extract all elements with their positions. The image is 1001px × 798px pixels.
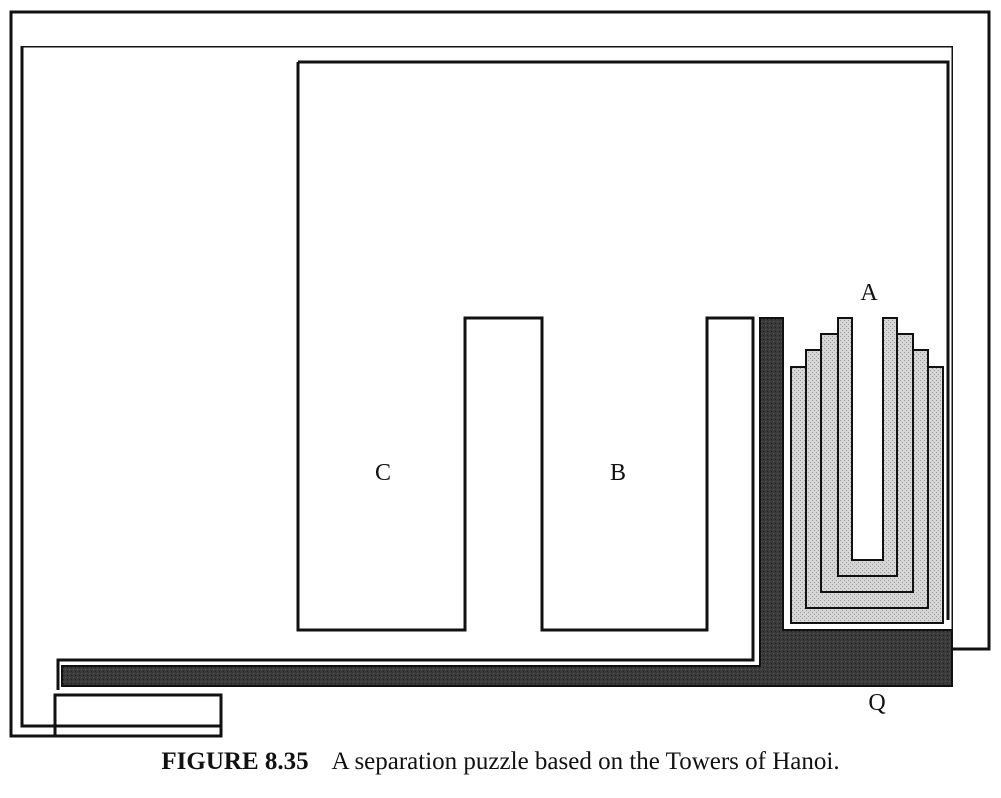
caption-text: A separation puzzle based on the Towers …	[331, 748, 840, 775]
caption-number: FIGURE 8.35	[161, 748, 309, 775]
ring-a-4	[837, 334, 898, 577]
rings-a	[790, 317, 944, 624]
label-c: C	[375, 460, 391, 486]
ring-a-inner	[851, 318, 884, 561]
label-q: Q	[868, 690, 885, 716]
board-outline	[56, 60, 950, 690]
label-a: A	[860, 280, 878, 306]
piece-q	[61, 317, 953, 687]
figure-caption: FIGURE 8.35 A separation puzzle based on…	[0, 748, 1001, 776]
frame-outline	[9, 10, 991, 738]
ring-a-3	[820, 350, 914, 593]
towers-of-hanoi-puzzle-diagram: A B C Q	[9, 10, 991, 738]
label-b: B	[610, 460, 626, 486]
ring-a-2	[805, 367, 929, 609]
